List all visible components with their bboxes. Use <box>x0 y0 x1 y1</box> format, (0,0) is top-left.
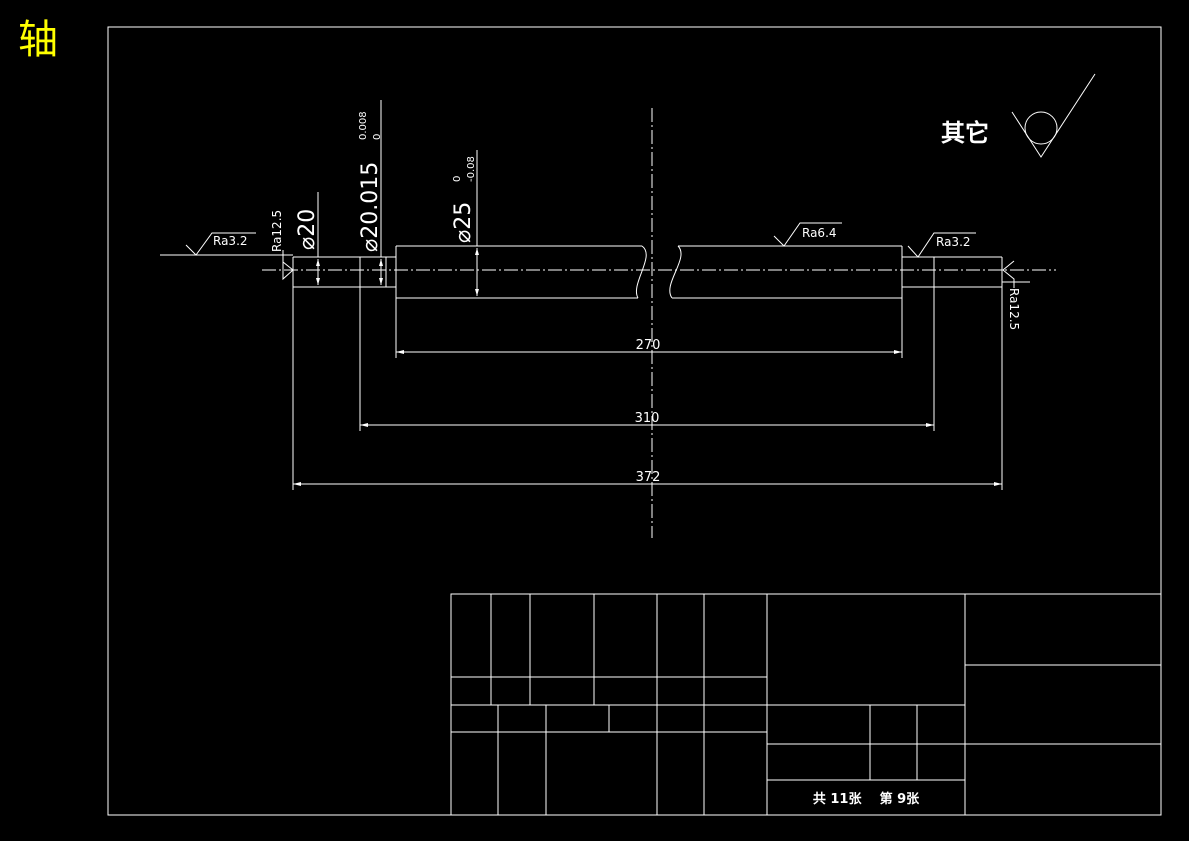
break-line-right <box>669 245 682 299</box>
svg-text:Ra12.5: Ra12.5 <box>1007 288 1021 330</box>
break-line-left <box>635 245 647 299</box>
dimension-dia-25: ⌀25 0 -0.08 <box>451 150 479 296</box>
general-roughness-label: 其它 <box>941 119 989 147</box>
roughness-icon <box>282 250 294 281</box>
dimension-length-372: 372 <box>293 470 1002 486</box>
roughness-right-face: Ra12.5 <box>1002 260 1030 330</box>
roughness-check-icon <box>1011 73 1096 158</box>
length-310-text: 310 <box>635 411 660 426</box>
dia-20015-upper-tol: 0.008 <box>358 111 369 140</box>
title-block: 共 11张 第 9张 <box>450 593 1162 816</box>
roughness-icon <box>773 222 842 247</box>
svg-text:Ra3.2: Ra3.2 <box>936 235 971 249</box>
length-270-text: 270 <box>636 338 661 353</box>
general-roughness-symbol: 其它 <box>941 73 1096 158</box>
dia-20-text: ⌀20 <box>295 209 320 250</box>
dia-25-text: ⌀25 <box>451 202 476 243</box>
dimension-dia-20015: ⌀20.015 0.008 0 <box>358 100 383 285</box>
dia-20015-lower-tol: 0 <box>372 134 383 140</box>
roughness-middle: Ra6.4 <box>773 222 842 247</box>
drawing-title: 轴 <box>18 17 58 63</box>
shaft-outline <box>292 245 1003 299</box>
dimension-dia-20: ⌀20 <box>295 192 320 285</box>
roughness-right-end: Ra3.2 <box>907 232 976 258</box>
dia-25-lower-tol: -0.08 <box>466 156 477 182</box>
dimension-length-310: 310 <box>360 411 934 427</box>
roughness-icon <box>185 232 256 256</box>
roughness-icon <box>1002 260 1015 288</box>
svg-text:Ra12.5: Ra12.5 <box>270 210 284 252</box>
dia-25-upper-tol: 0 <box>452 176 463 182</box>
length-372-text: 372 <box>636 470 661 485</box>
dia-20015-text: ⌀20.015 <box>358 162 383 252</box>
svg-text:Ra3.2: Ra3.2 <box>213 234 248 248</box>
sheet-count-text: 共 11张 第 9张 <box>813 791 920 807</box>
roughness-icon <box>907 232 976 258</box>
roughness-circle-icon <box>1024 111 1058 145</box>
roughness-left-face: Ra12.5 <box>270 210 294 281</box>
svg-text:Ra6.4: Ra6.4 <box>802 226 837 240</box>
roughness-left-end: Ra3.2 <box>160 232 293 256</box>
dimension-length-270: 270 <box>396 338 902 354</box>
